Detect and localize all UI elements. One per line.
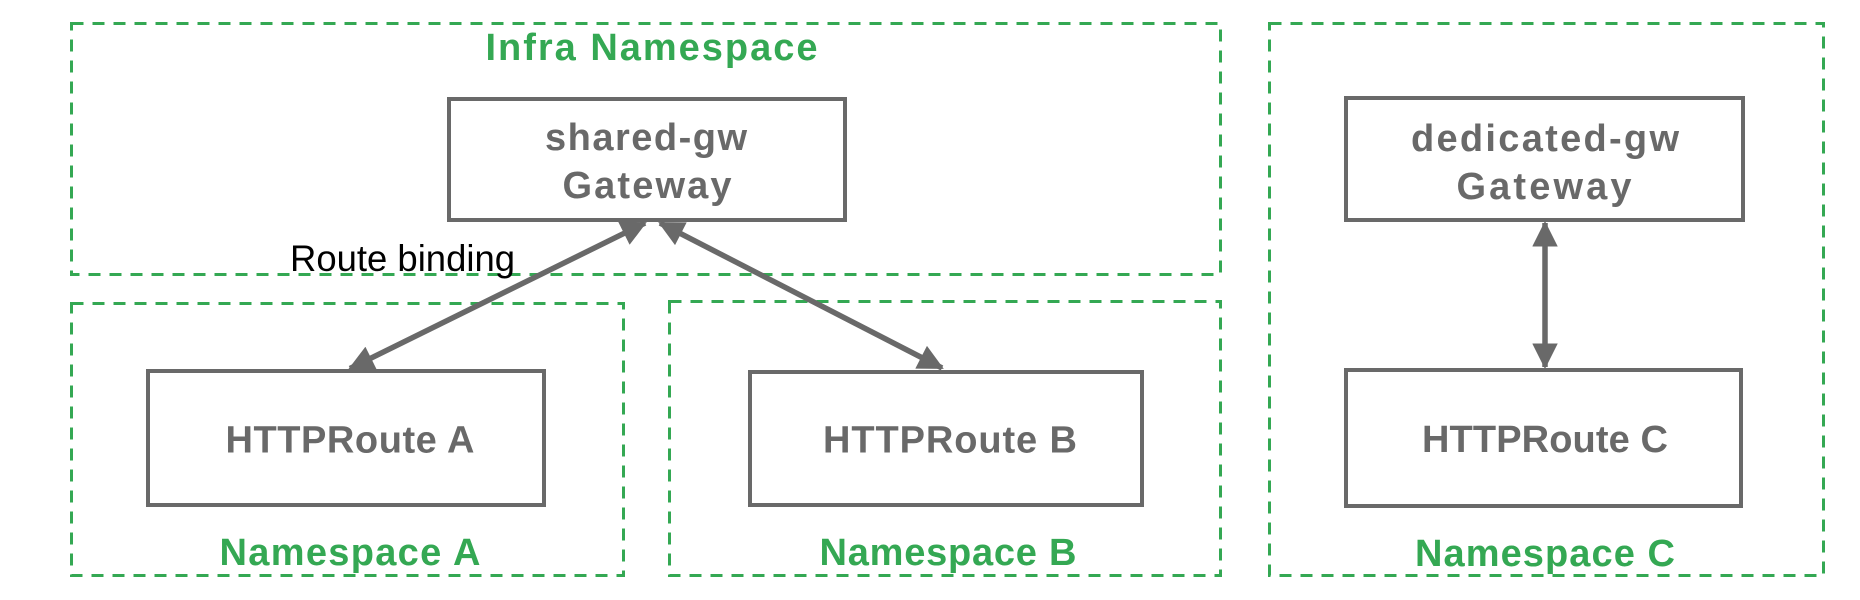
svg-text:Namespace B: Namespace B — [820, 532, 1077, 574]
svg-text:Namespace A: Namespace A — [220, 532, 481, 574]
svg-text:shared-gw: shared-gw — [545, 117, 747, 159]
svg-text:dedicated-gw: dedicated-gw — [1411, 118, 1679, 160]
svg-text:HTTPRoute B: HTTPRoute B — [823, 420, 1077, 462]
svg-text:HTTPRoute C: HTTPRoute C — [1422, 419, 1668, 461]
svg-text:Infra Namespace: Infra Namespace — [486, 27, 818, 69]
svg-text:Gateway: Gateway — [563, 165, 732, 207]
svg-text:Namespace C: Namespace C — [1415, 533, 1675, 575]
svg-text:Gateway: Gateway — [1457, 166, 1632, 208]
svg-text:HTTPRoute A: HTTPRoute A — [226, 420, 475, 462]
svg-text:Route binding: Route binding — [290, 238, 515, 279]
